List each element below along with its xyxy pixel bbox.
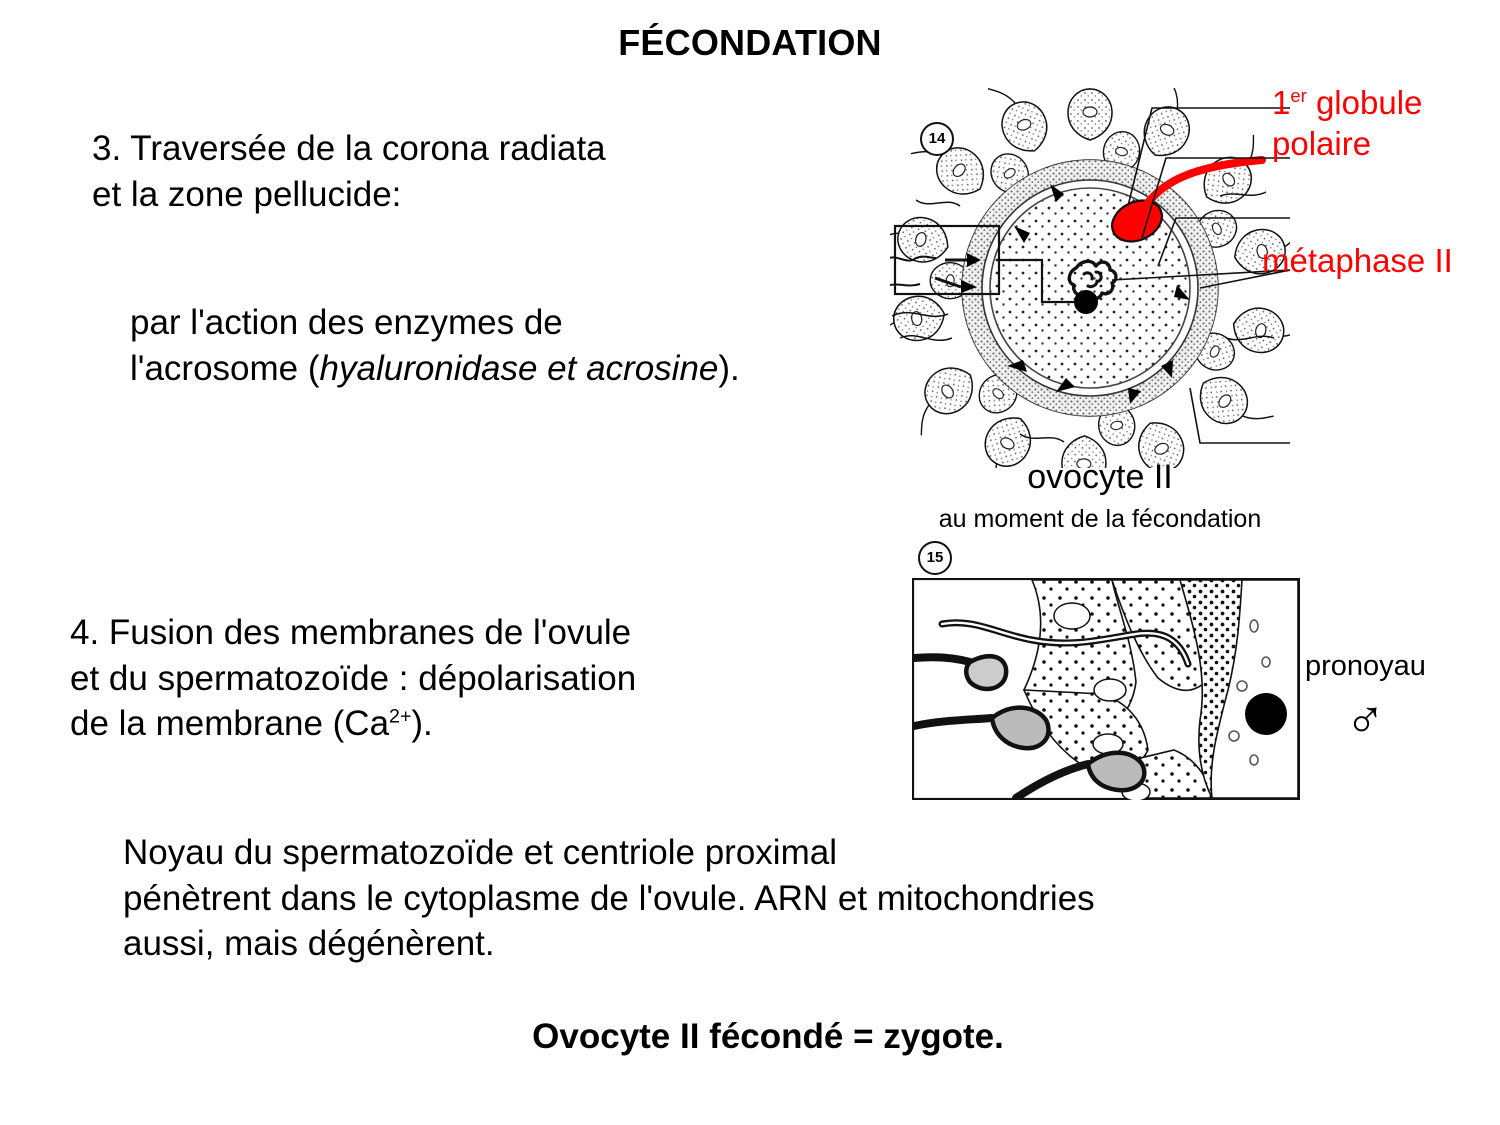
corona-radiata-cells bbox=[890, 88, 1290, 468]
page-title: FÉCONDATION bbox=[618, 22, 882, 63]
inset-detail-box bbox=[890, 224, 1098, 314]
para-3-sub-pre: par l'action des enzymes de l'acrosome ( bbox=[130, 303, 563, 388]
polar-body-label-superscript: er bbox=[1290, 85, 1307, 106]
para-3-line1: 3. Traversée de la corona radiata bbox=[92, 129, 606, 168]
penetrating-sperm-head-dot bbox=[1074, 290, 1098, 314]
para-4-post: ). bbox=[411, 704, 433, 743]
para-3-sub-post: ). bbox=[718, 348, 740, 388]
label-pronoyau: pronoyau bbox=[1305, 650, 1426, 682]
ooplasm-region bbox=[1210, 579, 1299, 799]
ovocyte-diagram bbox=[890, 88, 1290, 468]
male-symbol-icon: ♂ bbox=[1345, 690, 1386, 750]
spermatozoon-middle bbox=[912, 705, 1051, 751]
polar-body-label-num: 1 bbox=[1272, 84, 1291, 121]
para-4-pre: 4. Fusion des membranes de l'ovule et du… bbox=[70, 613, 637, 743]
label-metaphase-ii: métaphase II bbox=[1262, 242, 1453, 279]
polar-body-label-line2: polaire bbox=[1272, 125, 1372, 163]
spermatozoon-top bbox=[938, 619, 1192, 668]
metaphase-chromosomes bbox=[1067, 259, 1118, 301]
enzyme-names-italic: hyaluronidase et acrosine bbox=[319, 348, 719, 388]
sperm-arrowheads bbox=[1007, 184, 1190, 404]
leader-lines bbox=[1111, 107, 1290, 444]
sperm-tails bbox=[891, 191, 1275, 443]
paragraph-step-3-detail: par l'action des enzymes de l'acrosome (… bbox=[130, 300, 770, 391]
paragraph-step-4: 4. Fusion des membranes de l'ovule et du… bbox=[70, 610, 860, 747]
para-3-line2: et la zone pellucide: bbox=[92, 174, 402, 214]
polar-body-leader-red bbox=[1137, 156, 1266, 217]
caption-ovocyte-subtitle: au moment de la fécondation bbox=[938, 505, 1262, 533]
paragraph-sperm-nucleus: Noyau du spermatozoïde et centriole prox… bbox=[123, 833, 1095, 963]
caption-ovocyte-ii: ovocyte II bbox=[1027, 458, 1173, 496]
conclusion-statement: Ovocyte II fécondé = zygote. bbox=[532, 1017, 1004, 1056]
spermatozoon-left bbox=[912, 653, 1009, 692]
calcium-charge-superscript: 2+ bbox=[389, 705, 412, 728]
figure-badge-15: 15 bbox=[918, 541, 952, 575]
label-first-polar-body: 1er globule polaire bbox=[1272, 82, 1500, 165]
sperm-penetration-diagram bbox=[912, 578, 1300, 800]
figure-badge-14: 14 bbox=[920, 122, 954, 156]
spermatozoon-bottom bbox=[1012, 750, 1147, 800]
polar-body-label-word: globule bbox=[1306, 84, 1423, 121]
male-pronucleus-dot bbox=[1245, 693, 1287, 735]
cortical-vesicles bbox=[1228, 619, 1271, 766]
paragraph-step-3: 3. Traversée de la corona radiata et la … bbox=[92, 126, 792, 217]
